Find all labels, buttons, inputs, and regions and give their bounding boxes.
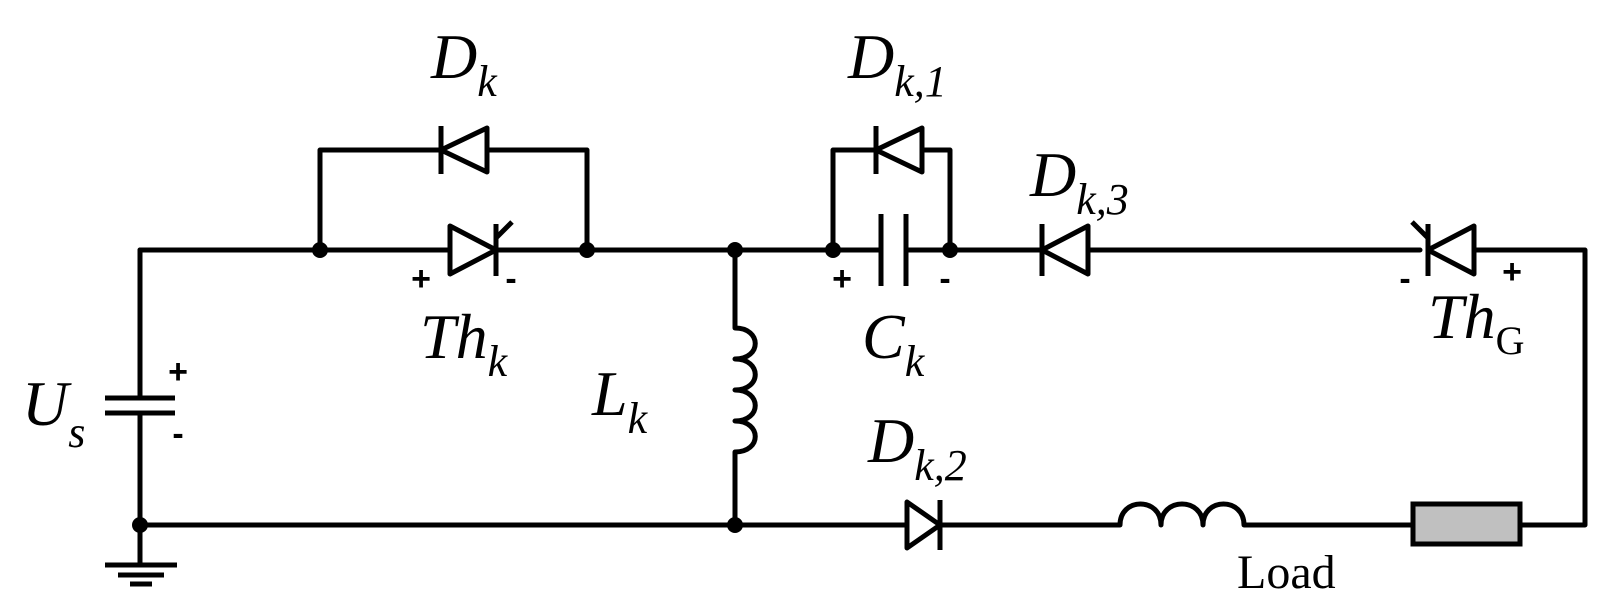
us-minus-sign: -	[172, 415, 183, 453]
label-us: Us	[22, 368, 85, 457]
thg-minus-sign: -	[1399, 260, 1410, 298]
junction-dots	[132, 242, 958, 533]
label-dk2: Dk,2	[867, 405, 967, 490]
junction-dot	[942, 242, 958, 258]
label-ck: Ck	[862, 301, 926, 386]
diode-dk2	[904, 499, 943, 551]
thg-plus-sign: +	[1502, 253, 1522, 291]
ground-symbol	[105, 562, 177, 587]
ck-plus-sign: +	[832, 260, 852, 298]
label-lk: Lk	[591, 358, 649, 443]
label-dk: Dk	[430, 21, 498, 106]
thyristor-thk: + -	[411, 220, 517, 298]
label-dk3: Dk,3	[1029, 139, 1129, 224]
thk-minus-sign: -	[505, 260, 516, 298]
load-inductor	[1117, 501, 1247, 528]
load-resistor	[1410, 501, 1523, 547]
voltage-source-us: + -	[105, 353, 188, 453]
label-thg: ThG	[1428, 281, 1524, 363]
capacitor-ck: + -	[832, 214, 951, 298]
junction-dot	[312, 242, 328, 258]
wires	[137, 147, 1588, 566]
junction-dot	[727, 517, 743, 533]
us-plus-sign: +	[168, 353, 188, 391]
inductor-lk	[732, 325, 758, 455]
thyristor-thg: - +	[1399, 220, 1522, 298]
thk-plus-sign: +	[411, 260, 431, 298]
junction-dot	[132, 517, 148, 533]
diode-dk3	[1039, 223, 1091, 277]
diode-dk1	[873, 125, 925, 175]
ck-minus-sign: -	[939, 260, 950, 298]
label-thk: Thk	[420, 301, 509, 386]
junction-dot	[825, 242, 841, 258]
label-dk1: Dk,1	[847, 21, 947, 106]
diode-dk	[438, 125, 490, 175]
junction-dot	[579, 242, 595, 258]
junction-dot	[727, 242, 743, 258]
label-load: Load	[1237, 546, 1336, 599]
